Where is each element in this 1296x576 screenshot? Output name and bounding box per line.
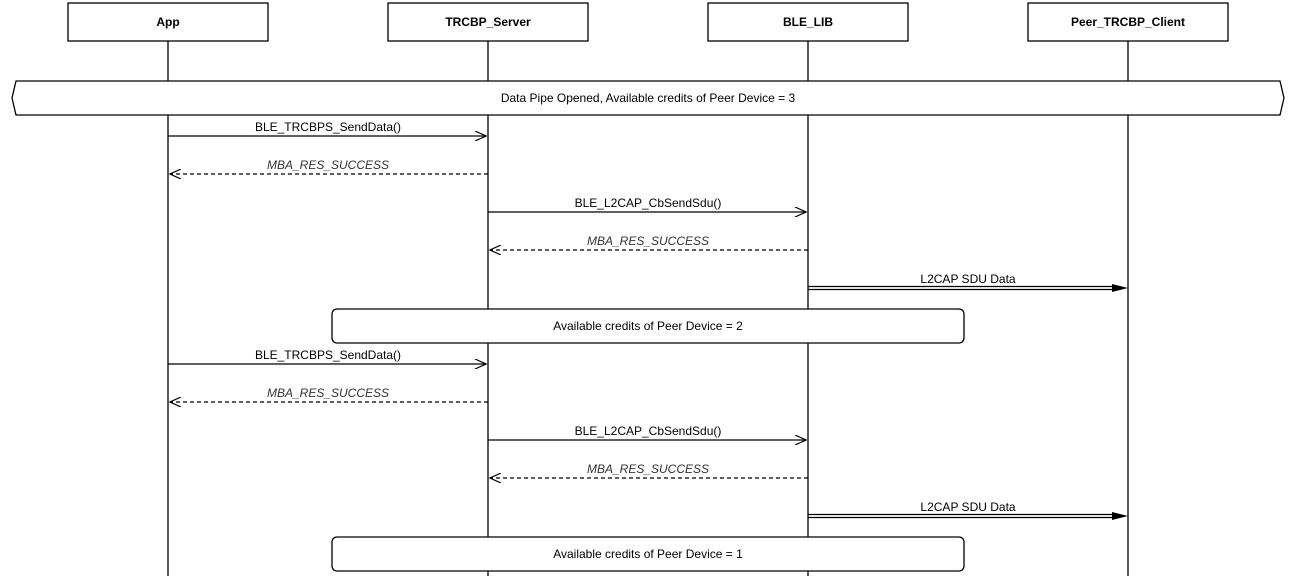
message-l2cap-sdu-data-2: L2CAP SDU Data — [808, 500, 1128, 520]
actor-ble-lib: BLE_LIB — [707, 2, 909, 42]
actor-label: TRCBP_Server — [445, 15, 531, 29]
message-arrowhead — [1112, 284, 1128, 292]
message-send-data-2: BLE_TRCBPS_SendData() — [168, 348, 486, 364]
actor-box — [707, 2, 909, 42]
message-reply-success-1: MBA_RES_SUCCESS — [170, 158, 488, 174]
actor-peer-trcbp-client: Peer_TRCBP_Client — [1027, 2, 1229, 42]
message-reply-success-2: MBA_RES_SUCCESS — [490, 234, 808, 250]
message-label: MBA_RES_SUCCESS — [267, 158, 389, 172]
actor-label: Peer_TRCBP_Client — [1071, 15, 1185, 29]
note-label: Available credits of Peer Device = 1 — [553, 547, 743, 561]
message-label: MBA_RES_SUCCESS — [267, 386, 389, 400]
message-label: L2CAP SDU Data — [920, 500, 1015, 514]
message-label: BLE_TRCBPS_SendData() — [255, 348, 401, 362]
actor-app: App — [67, 2, 269, 42]
note-label: Available credits of Peer Device = 2 — [553, 319, 743, 333]
actor-box — [1027, 2, 1229, 42]
lifelines — [167, 40, 1129, 576]
actor-label: App — [156, 15, 179, 29]
data-pipe-opened-banner: Data Pipe Opened, Available credits of P… — [11, 80, 1285, 116]
note-credits-1: Available credits of Peer Device = 1 — [331, 536, 965, 572]
actor-box — [387, 2, 589, 42]
message-label: MBA_RES_SUCCESS — [587, 234, 709, 248]
message-label: BLE_L2CAP_CbSendSdu() — [575, 424, 722, 438]
actor-label: BLE_LIB — [783, 15, 833, 29]
message-send-data-1: BLE_TRCBPS_SendData() — [168, 120, 486, 136]
message-label: BLE_L2CAP_CbSendSdu() — [575, 196, 722, 210]
message-reply-success-4: MBA_RES_SUCCESS — [490, 462, 808, 478]
message-label: MBA_RES_SUCCESS — [587, 462, 709, 476]
message-l2cap-sdu-data-1: L2CAP SDU Data — [808, 272, 1128, 292]
actor-box — [67, 2, 269, 42]
note-box — [331, 536, 965, 572]
message-reply-success-3: MBA_RES_SUCCESS — [170, 386, 488, 402]
banner-shape — [11, 80, 1285, 116]
message-arrowhead — [1112, 512, 1128, 520]
banner-label: Data Pipe Opened, Available credits of P… — [501, 91, 796, 105]
note-credits-2: Available credits of Peer Device = 2 — [331, 308, 965, 344]
note-box — [331, 308, 965, 344]
message-label: BLE_TRCBPS_SendData() — [255, 120, 401, 134]
message-label: L2CAP SDU Data — [920, 272, 1015, 286]
message-send-sdu-2: BLE_L2CAP_CbSendSdu() — [488, 424, 806, 440]
actor-trcbp-server: TRCBP_Server — [387, 2, 589, 42]
message-send-sdu-1: BLE_L2CAP_CbSendSdu() — [488, 196, 806, 212]
